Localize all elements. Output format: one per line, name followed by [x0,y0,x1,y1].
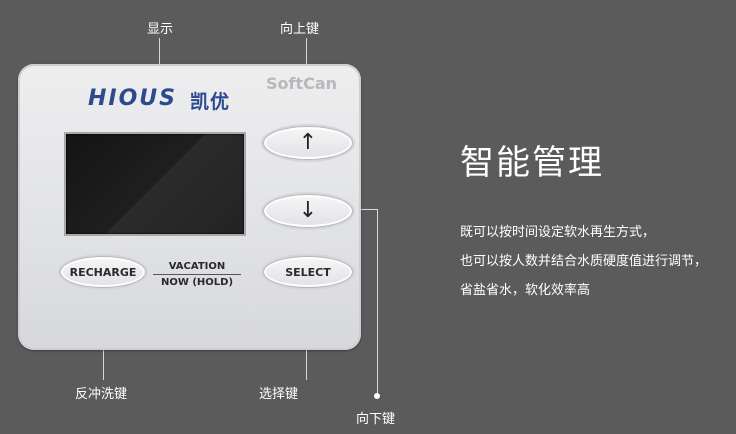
lcd-display [64,132,246,236]
callout-select-key: 选择键 [259,387,299,402]
leader-down-key-v [377,209,378,395]
vacation-divider [153,274,241,275]
down-button[interactable]: ↓ [263,194,353,228]
arrow-up-icon: ↑ [298,130,318,155]
leader-down-key-h [352,209,378,210]
feature-line-1: 既可以按时间设定软水再生方式， [460,225,656,240]
up-button[interactable]: ↑ [263,126,353,160]
callout-display: 显示 [147,22,174,37]
select-label: SELECT [285,265,331,279]
feature-title: 智能管理 [460,143,604,183]
model-label: SoftCan [266,74,338,93]
control-panel: SoftCan HIOUS 凯优 ↑ ↓ RECHARGE SELECT VAC… [18,64,361,350]
callout-recharge-key: 反冲洗键 [75,387,128,402]
recharge-label: RECHARGE [69,265,137,279]
vacation-label: VACATION NOW (HOLD) [153,260,241,289]
brand-logo: HIOUS [88,86,178,111]
arrow-down-icon: ↓ [298,198,318,223]
feature-line-2: 也可以按人数并结合水质硬度值进行调节， [460,254,708,269]
vacation-line1: VACATION [168,261,226,272]
vacation-line2: NOW (HOLD) [160,277,234,288]
brand-cn-logo: 凯优 [190,91,231,113]
select-button[interactable]: SELECT [263,256,353,288]
callout-up-key: 向上键 [280,22,320,37]
callout-down-key: 向下键 [356,412,396,427]
feature-line-3: 省盐省水，软化效率高 [460,283,591,298]
recharge-button[interactable]: RECHARGE [60,256,146,288]
leader-down-key-dot [374,393,380,399]
